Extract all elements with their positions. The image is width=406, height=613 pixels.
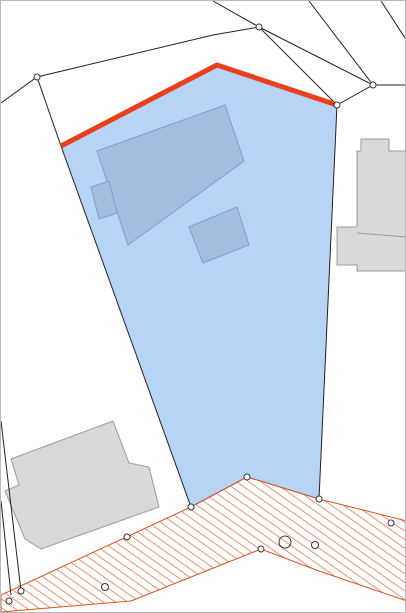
parcel-line-southwest-2[interactable] bbox=[1, 500, 12, 596]
building-annex[interactable] bbox=[188, 206, 250, 264]
vertex[interactable] bbox=[243, 473, 251, 481]
parcel-line-north-1[interactable] bbox=[1, 26, 338, 106]
vertex[interactable] bbox=[33, 73, 41, 81]
road-corridor[interactable] bbox=[1, 476, 405, 612]
vertex[interactable] bbox=[255, 23, 263, 31]
selected-parcel-buildings bbox=[90, 104, 250, 264]
vertex[interactable] bbox=[257, 545, 265, 553]
vertex[interactable] bbox=[369, 81, 377, 89]
highlighted-boundary[interactable] bbox=[59, 62, 338, 149]
vertex[interactable] bbox=[5, 597, 13, 605]
parcel-line-ne-corner[interactable] bbox=[380, 1, 405, 41]
building-main[interactable] bbox=[96, 104, 245, 246]
building-porch[interactable] bbox=[90, 180, 118, 220]
road-feature-ring bbox=[278, 535, 292, 549]
neighbor-buildings bbox=[4, 138, 405, 550]
road-feature-dot-1 bbox=[311, 541, 319, 549]
vertex[interactable] bbox=[187, 503, 195, 511]
parcel-line-southwest[interactable] bbox=[1, 420, 22, 592]
building-southwest[interactable] bbox=[4, 420, 160, 550]
parcel-vertices bbox=[5, 23, 395, 605]
building-east[interactable] bbox=[336, 138, 405, 272]
vertex[interactable] bbox=[123, 533, 131, 541]
parcel-line-northeast[interactable] bbox=[308, 1, 374, 106]
vertex[interactable] bbox=[315, 495, 323, 503]
vertex[interactable] bbox=[387, 519, 395, 527]
vertex[interactable] bbox=[17, 587, 25, 595]
building-east-divider bbox=[356, 232, 405, 238]
parcel-line-north-2[interactable] bbox=[212, 1, 405, 86]
parcel-line-west[interactable] bbox=[36, 76, 62, 147]
road-feature-dot-2 bbox=[101, 583, 109, 591]
vertex[interactable] bbox=[333, 101, 341, 109]
